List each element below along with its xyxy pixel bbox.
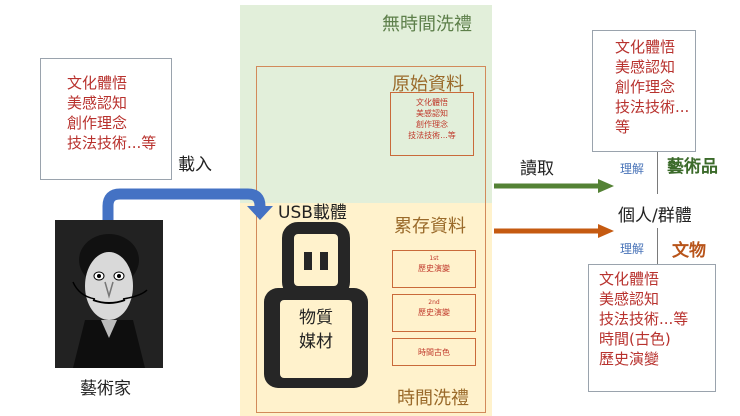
artist-card-line: 創作理念 [67,114,128,132]
raw-data-line: 技法技術...等 [408,131,456,140]
raw-data-line: 文化體悟 [416,98,448,107]
load-arrow [102,188,273,222]
usb-label: USB載體 [278,203,347,223]
load-label: 載入 [178,155,212,175]
media-label-line2: 媒材 [299,332,333,352]
load-arrow-body [102,188,266,222]
artist-card-line: 美感認知 [67,94,128,112]
media-label-line1: 物質 [299,308,333,328]
history-change-2-sup: 2nd [428,299,440,306]
artifact-card-line: 美感認知 [599,290,660,308]
timeless-zone [240,5,492,203]
artwork-card-line: 文化體悟 [615,38,676,56]
connector-bottom [657,228,658,264]
artist-card-line: 技法技術...等 [67,134,157,152]
timeless-zone-label: 無時間洗禮 [382,14,472,35]
usb-icon [264,222,368,388]
accumulated-data-label: 累存資料 [394,216,466,237]
time-patina-text: 時間古色 [418,348,450,357]
connector-top [657,152,658,194]
history-change-1-sup: 1st [429,255,439,262]
artwork-card-line: 等 [615,118,631,136]
artwork-card-line: 創作理念 [615,78,676,96]
artifact-label: 文物 [672,241,706,261]
raw-data-label: 原始資料 [392,74,464,95]
artist-portrait-drawing [55,220,163,368]
understand-top-label: 理解 [620,162,645,176]
media-label: 物質 媒材 [292,306,340,354]
raw-data-box: 文化體悟 美感認知 創作理念 技法技術...等 [390,92,474,156]
raw-data-line: 創作理念 [416,120,448,129]
understand-bottom-label: 理解 [620,242,645,256]
artist-card-line: 文化體悟 [67,74,128,92]
orange-arrow-head [598,224,614,238]
artifact-card-line: 技法技術...等 [599,310,689,328]
artifact-card-line: 歷史演變 [599,350,660,368]
artwork-card-line: 技法技術... [615,98,690,116]
artist-card: 文化體悟 美感認知 創作理念 技法技術...等 [40,58,172,180]
time-zone-label: 時間洗禮 [397,388,469,409]
history-change-2-box: 2nd 歷史演變 [392,294,476,332]
history-change-2-text: 歷史演變 [418,308,450,317]
green-arrow-head [598,179,614,193]
artwork-card-line: 美感認知 [615,58,676,76]
audience-label: 個人/群體 [618,206,692,226]
artwork-card: 文化體悟 美感認知 創作理念 技法技術... 等 [592,30,696,152]
time-patina-box: 時間古色 [392,338,476,366]
raw-data-line: 美感認知 [416,109,448,118]
artist-label: 藝術家 [80,379,131,399]
history-change-1-text: 歷史演變 [418,264,450,273]
artist-portrait [55,220,163,368]
artwork-label: 藝術品 [667,157,718,177]
load-arrow-head [247,206,273,220]
output-arrows [494,179,614,238]
read-label: 讀取 [520,159,554,179]
artifact-card-line: 文化體悟 [599,270,660,288]
data-frame [256,66,486,413]
artifact-card-line: 時間(古色) [599,330,671,348]
history-change-1-box: 1st 歷史演變 [392,250,476,288]
artifact-card: 文化體悟 美感認知 技法技術...等 時間(古色) 歷史演變 [588,264,716,392]
